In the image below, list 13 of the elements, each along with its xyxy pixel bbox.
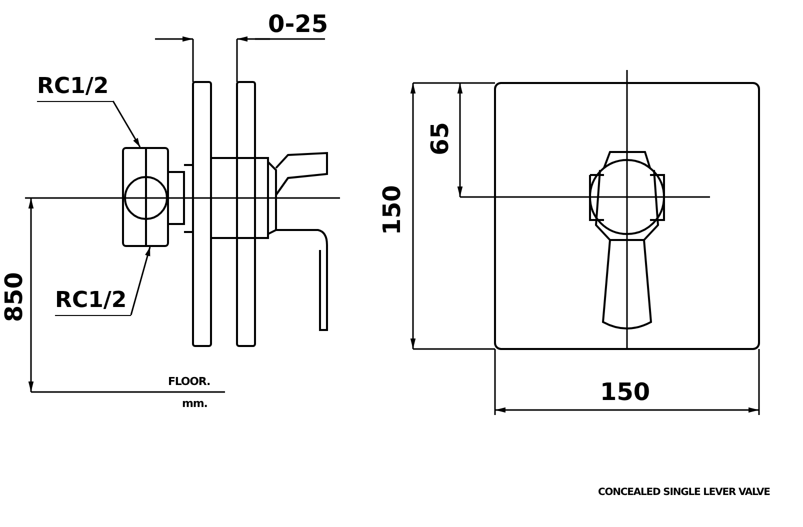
floor-label: FLOOR. [168,376,210,387]
callout-label: RC1/2 [37,76,113,102]
leader-line [112,100,141,148]
valve-body-drawing [122,147,169,247]
leader-line [130,246,151,316]
callout-label: RC1/2 [55,290,131,316]
dimension-label: 0-25 [268,12,328,36]
dimension-label: 150 [600,380,650,404]
caption: CONCEALED SINGLE LEVER VALVE [598,488,770,498]
dimension-label: 850 [2,272,26,322]
dimension-label: 150 [380,185,404,236]
unit-label: mm. [182,398,208,409]
dimension-label: 65 [428,122,452,156]
